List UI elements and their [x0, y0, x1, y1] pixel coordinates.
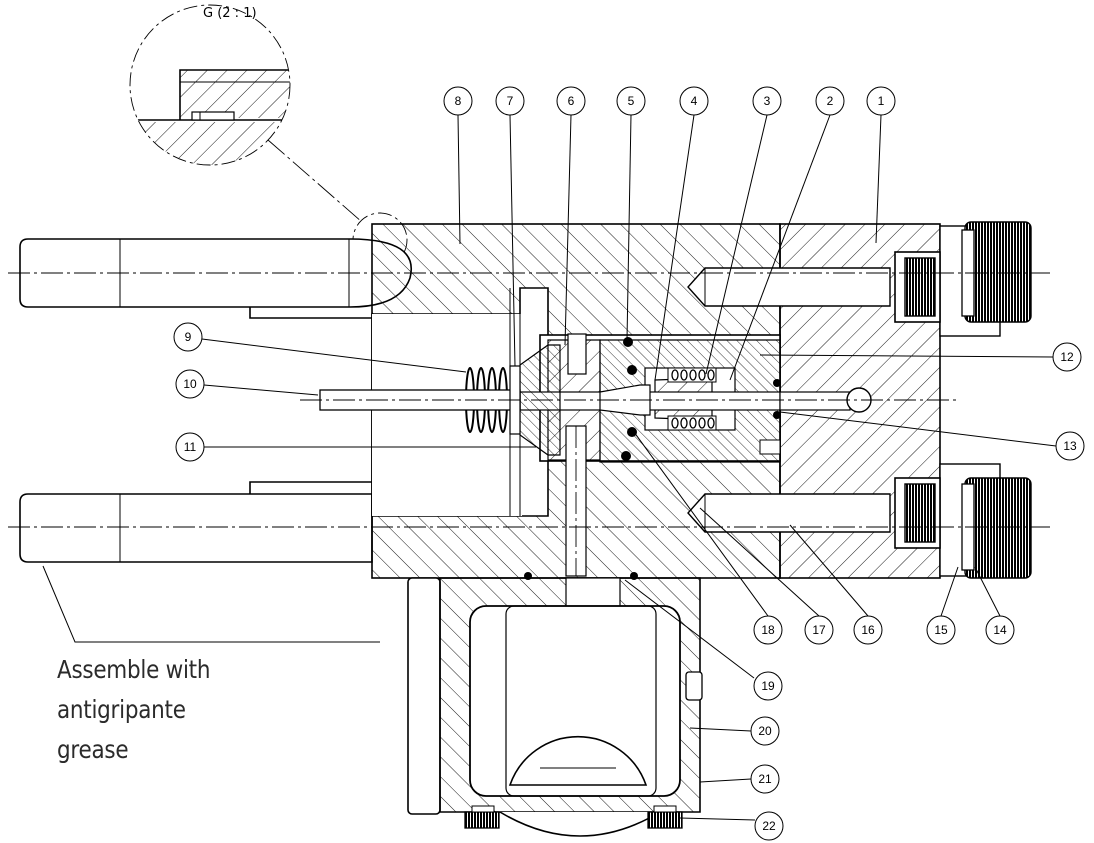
balloon-22: 22	[754, 811, 784, 841]
balloon-3: 3	[752, 86, 782, 116]
assembly-note: Assemble with antigripante grease	[57, 650, 341, 770]
svg-text:11: 11	[184, 440, 197, 454]
svg-text:3: 3	[764, 94, 771, 108]
center-lines	[8, 272, 1050, 528]
assembly-note-line-2: grease	[57, 735, 129, 764]
svg-text:5: 5	[628, 94, 635, 108]
svg-text:17: 17	[812, 623, 826, 637]
svg-text:20: 20	[758, 724, 772, 738]
svg-text:13: 13	[1063, 439, 1077, 453]
svg-text:16: 16	[861, 623, 875, 637]
balloon-21: 21	[750, 764, 780, 794]
balloon-13: 13	[1055, 431, 1085, 461]
svg-text:4: 4	[691, 94, 698, 108]
svg-text:14: 14	[993, 623, 1007, 637]
detail-view-g	[129, 4, 363, 223]
upper-coupler-knob	[894, 221, 1032, 337]
balloon-7: 7	[495, 86, 525, 116]
balloon-16: 16	[853, 615, 883, 645]
balloon-18: 18	[753, 615, 783, 645]
svg-text:21: 21	[758, 772, 772, 786]
svg-text:1: 1	[878, 94, 885, 108]
balloon-14: 14	[985, 615, 1015, 645]
lower-coupler-knob	[894, 463, 1032, 579]
balloon-19: 19	[753, 671, 783, 701]
leader-lines	[42, 114, 1057, 821]
main-body-section	[319, 223, 941, 579]
lower-guide-pin	[19, 481, 373, 563]
balloon-1: 1	[866, 86, 896, 116]
balloon-15: 15	[926, 615, 956, 645]
balloon-8: 8	[443, 86, 473, 116]
svg-text:12: 12	[1060, 350, 1074, 364]
svg-text:15: 15	[934, 623, 948, 637]
balloon-10: 10	[175, 369, 205, 399]
svg-text:22: 22	[762, 819, 776, 833]
lower-housing-section	[407, 572, 703, 837]
svg-text:19: 19	[761, 679, 775, 693]
svg-text:7: 7	[507, 94, 514, 108]
svg-text:10: 10	[183, 377, 197, 391]
svg-text:18: 18	[761, 623, 775, 637]
svg-text:6: 6	[568, 94, 575, 108]
upper-guide-pin	[19, 238, 412, 319]
balloon-2: 2	[815, 86, 845, 116]
balloon-17: 17	[804, 615, 834, 645]
balloon-6: 6	[556, 86, 586, 116]
balloon-12: 12	[1052, 342, 1082, 372]
svg-text:9: 9	[185, 330, 192, 344]
balloon-4: 4	[679, 86, 709, 116]
balloon-5: 5	[616, 86, 646, 116]
balloon-9: 9	[173, 322, 203, 352]
detail-view-title: G (2 : 1)	[203, 6, 257, 21]
assembly-note-line-1: Assemble with antigripante	[57, 655, 211, 724]
balloon-11: 11	[175, 432, 205, 462]
svg-text:8: 8	[455, 94, 462, 108]
svg-text:2: 2	[827, 94, 834, 108]
balloon-20: 20	[750, 716, 780, 746]
